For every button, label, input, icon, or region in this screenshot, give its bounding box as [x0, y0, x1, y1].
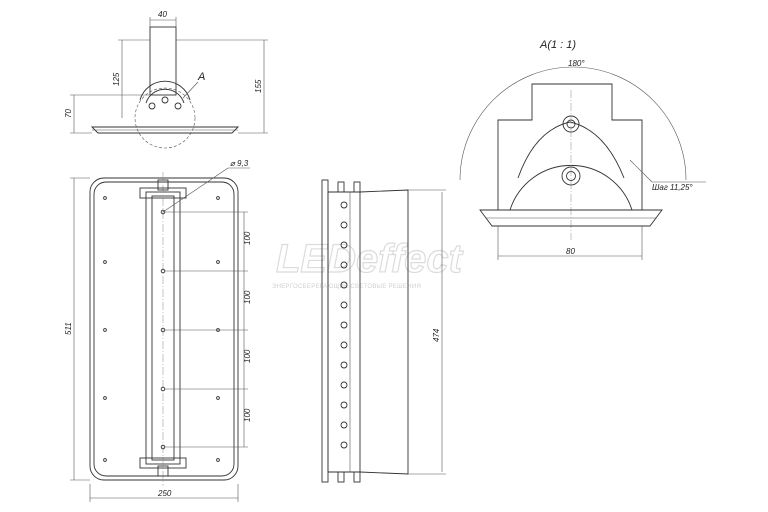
dim-length-474: 474 [432, 328, 441, 342]
housing-outline [89, 177, 239, 481]
dim-width-80: 80 [566, 247, 575, 256]
base-plate [90, 126, 240, 134]
top-bracket [139, 187, 187, 199]
dim-height-511: 511 [64, 322, 73, 335]
mount-pipe [149, 26, 177, 96]
dim-width-250: 250 [157, 489, 172, 498]
bottom-bracket [139, 457, 187, 469]
side-view: 474 [321, 179, 446, 483]
detail-bracket [497, 83, 643, 210]
callout-a: A [197, 71, 205, 83]
dim-height-70: 70 [64, 109, 73, 118]
detail-view: A(1 : 1) 180° Шаг 11,25° 80 [459, 39, 706, 260]
detail-title: A(1 : 1) [539, 39, 576, 51]
dim-spacing-1: 100 [243, 231, 252, 245]
dim-spacing-2: 100 [243, 290, 252, 304]
dim-step: Шаг 11,25° [652, 183, 693, 192]
mount-bracket [139, 80, 191, 101]
front-view: ⌀ 9,3 100 100 100 100 511 250 [64, 159, 252, 502]
dim-angle-180: 180° [568, 59, 585, 68]
dim-hole-diameter: ⌀ 9,3 [230, 159, 249, 168]
dim-spacing-4: 100 [243, 408, 252, 422]
dim-height-155: 155 [254, 79, 263, 93]
dim-height-125: 125 [112, 72, 121, 86]
side-lamp-body [327, 191, 361, 473]
dim-width-40: 40 [158, 10, 167, 19]
top-view: 40 A 125 155 70 [64, 10, 268, 149]
side-plate [321, 179, 329, 483]
adjustment-slots [517, 121, 625, 179]
watermark-brand: LEDeffect [276, 237, 464, 281]
watermark: LEDeffect ЭНЕРГОСБЕРЕГАЮЩИЕ СВЕТОВЫЕ РЕШ… [272, 236, 464, 290]
detail-base-plate [479, 209, 663, 227]
rotation-circle [134, 87, 196, 149]
angle-arc [459, 66, 687, 181]
dim-spacing-3: 100 [243, 349, 252, 363]
